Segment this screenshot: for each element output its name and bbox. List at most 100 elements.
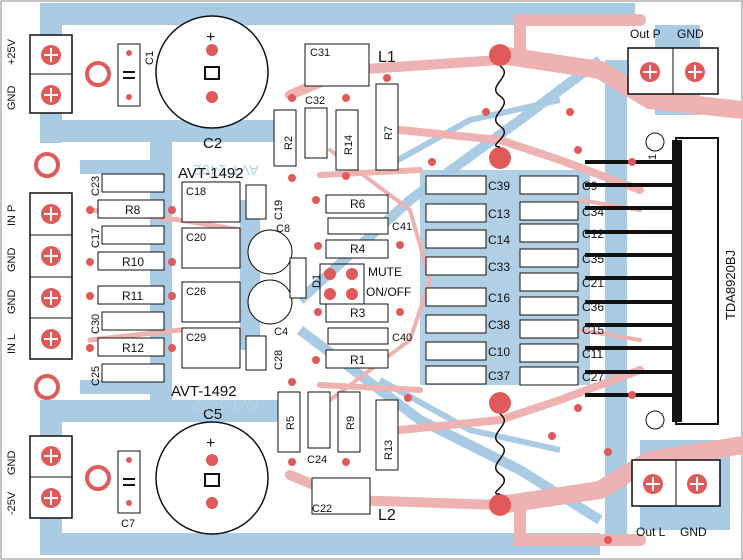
label-r10: R10 (122, 255, 144, 269)
inductor-l1: L1 (378, 44, 511, 169)
svg-text:+: + (206, 435, 215, 452)
label-c41: C41 (392, 221, 412, 233)
module-label-top: AVT-1492 (178, 165, 244, 182)
mirrored-text-bottom: AVT-1492 (193, 396, 259, 413)
label-c20: C20 (186, 232, 206, 244)
label-r14: R14 (343, 135, 355, 155)
label-c2: C2 (203, 135, 222, 152)
terminal-label-in-p: IN P (6, 205, 18, 226)
mounting-hole-ic-bottom (645, 410, 665, 430)
label-c32: C32 (305, 95, 325, 107)
terminal-label-gnd-outl: GND (680, 525, 707, 539)
terminal-out-p: Out P GND (627, 27, 719, 95)
label-c21: C21 (582, 276, 604, 290)
label-c31: C31 (310, 47, 330, 59)
label-c26: C26 (186, 286, 206, 298)
label-d1: D1 (311, 274, 323, 288)
cap-c1: C1 (117, 43, 156, 107)
label-c28: C28 (273, 350, 285, 370)
label-c27: C27 (582, 370, 604, 384)
label-r8: R8 (125, 203, 141, 217)
cap-column-1 (425, 175, 487, 385)
label-c29: C29 (186, 332, 206, 344)
label-c11: C11 (582, 347, 603, 361)
terminal-supply-neg: GND -25V (6, 435, 73, 519)
label-c4: C4 (274, 326, 288, 338)
terminal-label-gnd-in1: GND (6, 248, 18, 273)
mute-switch: MUTE ON/OFF (319, 263, 411, 305)
label-l1: L1 (378, 49, 396, 66)
label-r3: R3 (350, 306, 366, 320)
label-r2: R2 (283, 136, 295, 150)
label-r6: R6 (350, 197, 366, 211)
label-c8: C8 (276, 223, 290, 235)
terminal-label-gnd-bottom: GND (6, 451, 18, 476)
label-c30: C30 (90, 314, 102, 334)
center-parts (273, 43, 399, 369)
cap-column-1-labels: C39 C13 C14 C33 C16 C38 C10 C37 (488, 179, 510, 383)
label-mute: MUTE (368, 265, 402, 279)
terminal-label-out-p: Out P (630, 27, 661, 41)
label-c12: C12 (582, 227, 604, 241)
label-c23: C23 (90, 176, 102, 196)
label-c39: C39 (488, 179, 510, 193)
label-r9: R9 (345, 416, 357, 430)
ic-label: TDA8920BJ (723, 250, 738, 320)
label-r13: R13 (383, 440, 395, 460)
label-c1: C1 (144, 51, 156, 65)
label-on-off: ON/OFF (366, 285, 411, 299)
center-part-labels: C31 C32 R2 R14 R7 R6 C41 R4 R3 C40 R1 (283, 47, 412, 367)
mounting-hole-ic-top (645, 132, 665, 152)
terminal-inputs: IN P GND GND IN L (6, 192, 73, 360)
terminal-label-gnd-in2: GND (6, 290, 18, 315)
label-r12: R12 (122, 341, 144, 355)
label-r4: R4 (350, 242, 366, 256)
label-c34: C34 (582, 205, 604, 219)
terminal-supply-pos: +25V GND (6, 34, 73, 114)
label-r7: R7 (383, 126, 395, 140)
label-c14: C14 (488, 233, 510, 247)
terminal-label-minus25v: -25V (6, 491, 18, 515)
label-c9: C9 (582, 179, 598, 193)
terminal-label-plus25v: +25V (6, 38, 18, 65)
left-part-labels: C23 R8 C17 R10 R11 C30 R12 C25 (90, 176, 144, 386)
bottom-part-labels: R5 C24 R9 R13 C22 (285, 416, 395, 515)
mounting-holes (34, 61, 111, 491)
label-c13: C13 (488, 207, 510, 221)
terminal-label-gnd-outp: GND (677, 27, 704, 41)
label-c24: C24 (307, 454, 327, 466)
module-label-bottom: AVT-1492 (171, 383, 237, 400)
ic-pin1-label: 1 (647, 154, 659, 160)
label-r1: R1 (350, 353, 366, 367)
label-c22: C22 (312, 503, 332, 515)
terminal-out-l: Out L GND (631, 459, 721, 539)
svg-text:+: + (206, 29, 215, 46)
mirrored-text-top: AVT-1492 (193, 161, 259, 178)
label-c25: C25 (90, 366, 102, 386)
cap-column-2 (519, 175, 579, 386)
ic-tda8920bj: TDA8920BJ 1 (645, 132, 738, 430)
vias (86, 74, 636, 544)
label-c7: C7 (121, 518, 135, 530)
label-c19: C19 (273, 200, 285, 220)
label-c37: C37 (488, 369, 510, 383)
left-parts (97, 173, 165, 383)
terminal-label-in-l: IN L (6, 334, 18, 354)
cap-c7: C7 (117, 450, 141, 530)
label-c5: C5 (203, 406, 222, 423)
label-c38: C38 (488, 318, 510, 332)
label-r11: R11 (122, 289, 143, 303)
label-c17: C17 (90, 228, 102, 248)
bottom-parts (277, 391, 399, 515)
mid-parts (181, 181, 307, 371)
label-c16: C16 (488, 291, 510, 305)
label-c15: C15 (582, 323, 604, 337)
inductor-l2: L2 (378, 392, 511, 524)
label-l2: L2 (378, 507, 396, 524)
cap-column-2-labels: C9 C34 C12 C35 C21 C36 C15 C11 C27 (582, 179, 604, 384)
label-c35: C35 (582, 252, 604, 266)
label-c36: C36 (582, 300, 604, 314)
label-c18: C18 (186, 186, 206, 198)
label-c33: C33 (488, 260, 510, 274)
